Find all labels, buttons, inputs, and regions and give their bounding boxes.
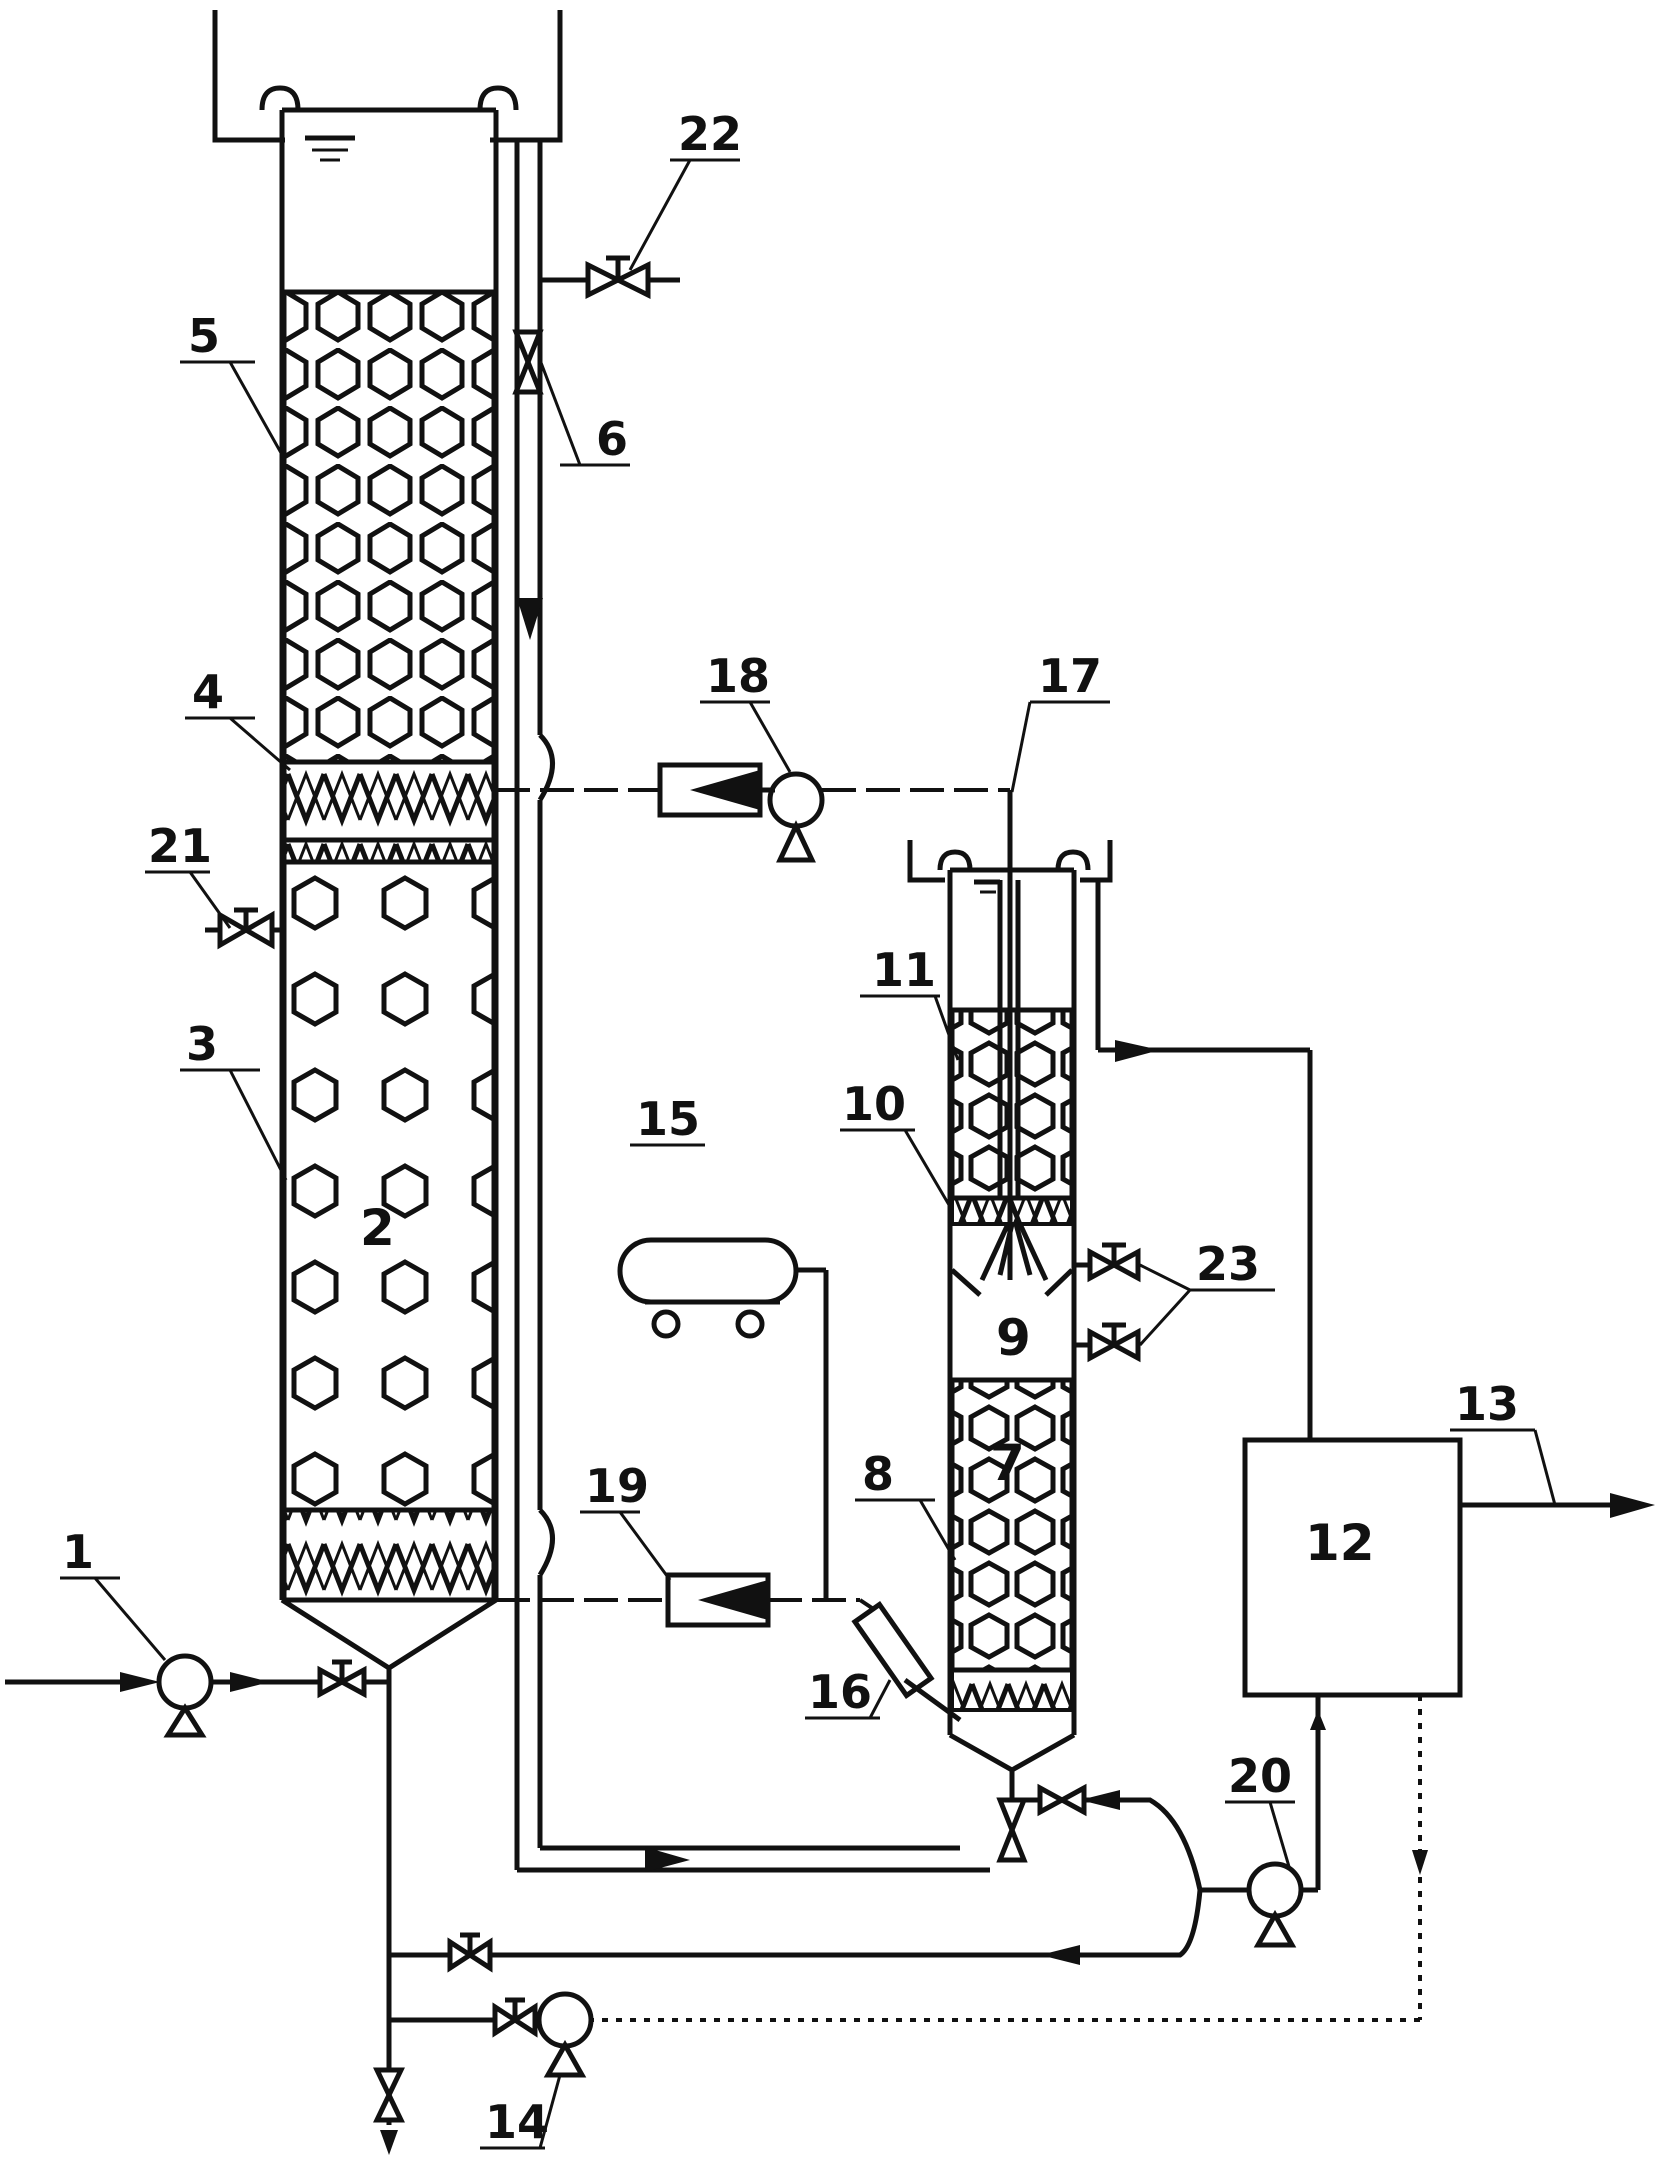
label-6: 6: [596, 412, 628, 466]
label-1: 1: [62, 1525, 94, 1579]
valves-23: [1074, 1242, 1192, 1363]
overflow-lip-left: [259, 85, 301, 111]
label-5: 5: [188, 309, 220, 363]
main-reactor: [212, 10, 563, 1671]
label-9: 9: [996, 1309, 1031, 1367]
label-19: 19: [585, 1459, 649, 1513]
inlet-line: [5, 1653, 405, 2155]
secondary-lower-packing: [949, 1377, 1075, 1673]
gas-line-lower: [496, 1267, 892, 1628]
secondary-bottom-support: [950, 1668, 1074, 1712]
pump-20: [1246, 1861, 1304, 1919]
secondary-upper-packing: [949, 1007, 1075, 1201]
tank-12: [1242, 1437, 1655, 1698]
label-13: 13: [1455, 1377, 1519, 1431]
overflow-tank-left-wall: [212, 10, 285, 143]
pump-14: [536, 1991, 594, 2049]
label-22: 22: [678, 107, 742, 161]
label-8: 8: [862, 1447, 894, 1501]
upper-packing-layer: [281, 289, 497, 765]
label-18: 18: [706, 649, 770, 703]
gas-tank-15: [617, 1237, 799, 1339]
lower-packing-layer: [281, 859, 497, 1513]
label-2: 2: [360, 1199, 395, 1257]
label-15: 15: [636, 1092, 700, 1146]
label-10: 10: [842, 1077, 906, 1131]
label-16: 16: [808, 1665, 872, 1719]
gas-line-upper: [496, 762, 1013, 1280]
bottom-support: [281, 1507, 497, 1603]
separator-support: [281, 759, 497, 865]
label-12: 12: [1305, 1514, 1375, 1572]
leader-lines: [60, 158, 1557, 2150]
overflow-lip-right: [477, 85, 519, 111]
label-11: 11: [872, 943, 936, 997]
return-line: [390, 1695, 1428, 2078]
bottom-flow-arrow: [645, 1847, 690, 1872]
secondary-outlet-line: [1095, 880, 1313, 1440]
reactor-cone: [280, 1597, 498, 1671]
label-17: 17: [1038, 649, 1102, 703]
blower-18-motor: [767, 771, 825, 829]
downcomer-flow-arrow: [517, 598, 543, 640]
downcomer-pipe: [514, 140, 990, 1873]
label-7: 7: [990, 1434, 1025, 1492]
overflow-tank-right-wall: [490, 10, 563, 143]
label-20: 20: [1228, 1749, 1292, 1803]
label-14: 14: [485, 2095, 549, 2149]
labels: 1 2 3 4 5 6 7 8 9 10 11 12 13 14 15 16 1…: [62, 107, 1519, 2149]
label-4: 4: [192, 665, 224, 719]
label-21: 21: [148, 819, 212, 873]
label-23: 23: [1196, 1237, 1260, 1291]
pump-1: [156, 1653, 214, 1711]
secondary-support: [950, 1196, 1074, 1226]
valve-21: [205, 907, 282, 950]
pump-20-loop: [390, 1695, 1326, 1973]
valve-22-line: [540, 255, 680, 300]
label-3: 3: [186, 1017, 218, 1071]
secondary-reactor: [907, 840, 1113, 1863]
valve-6: [512, 329, 544, 395]
